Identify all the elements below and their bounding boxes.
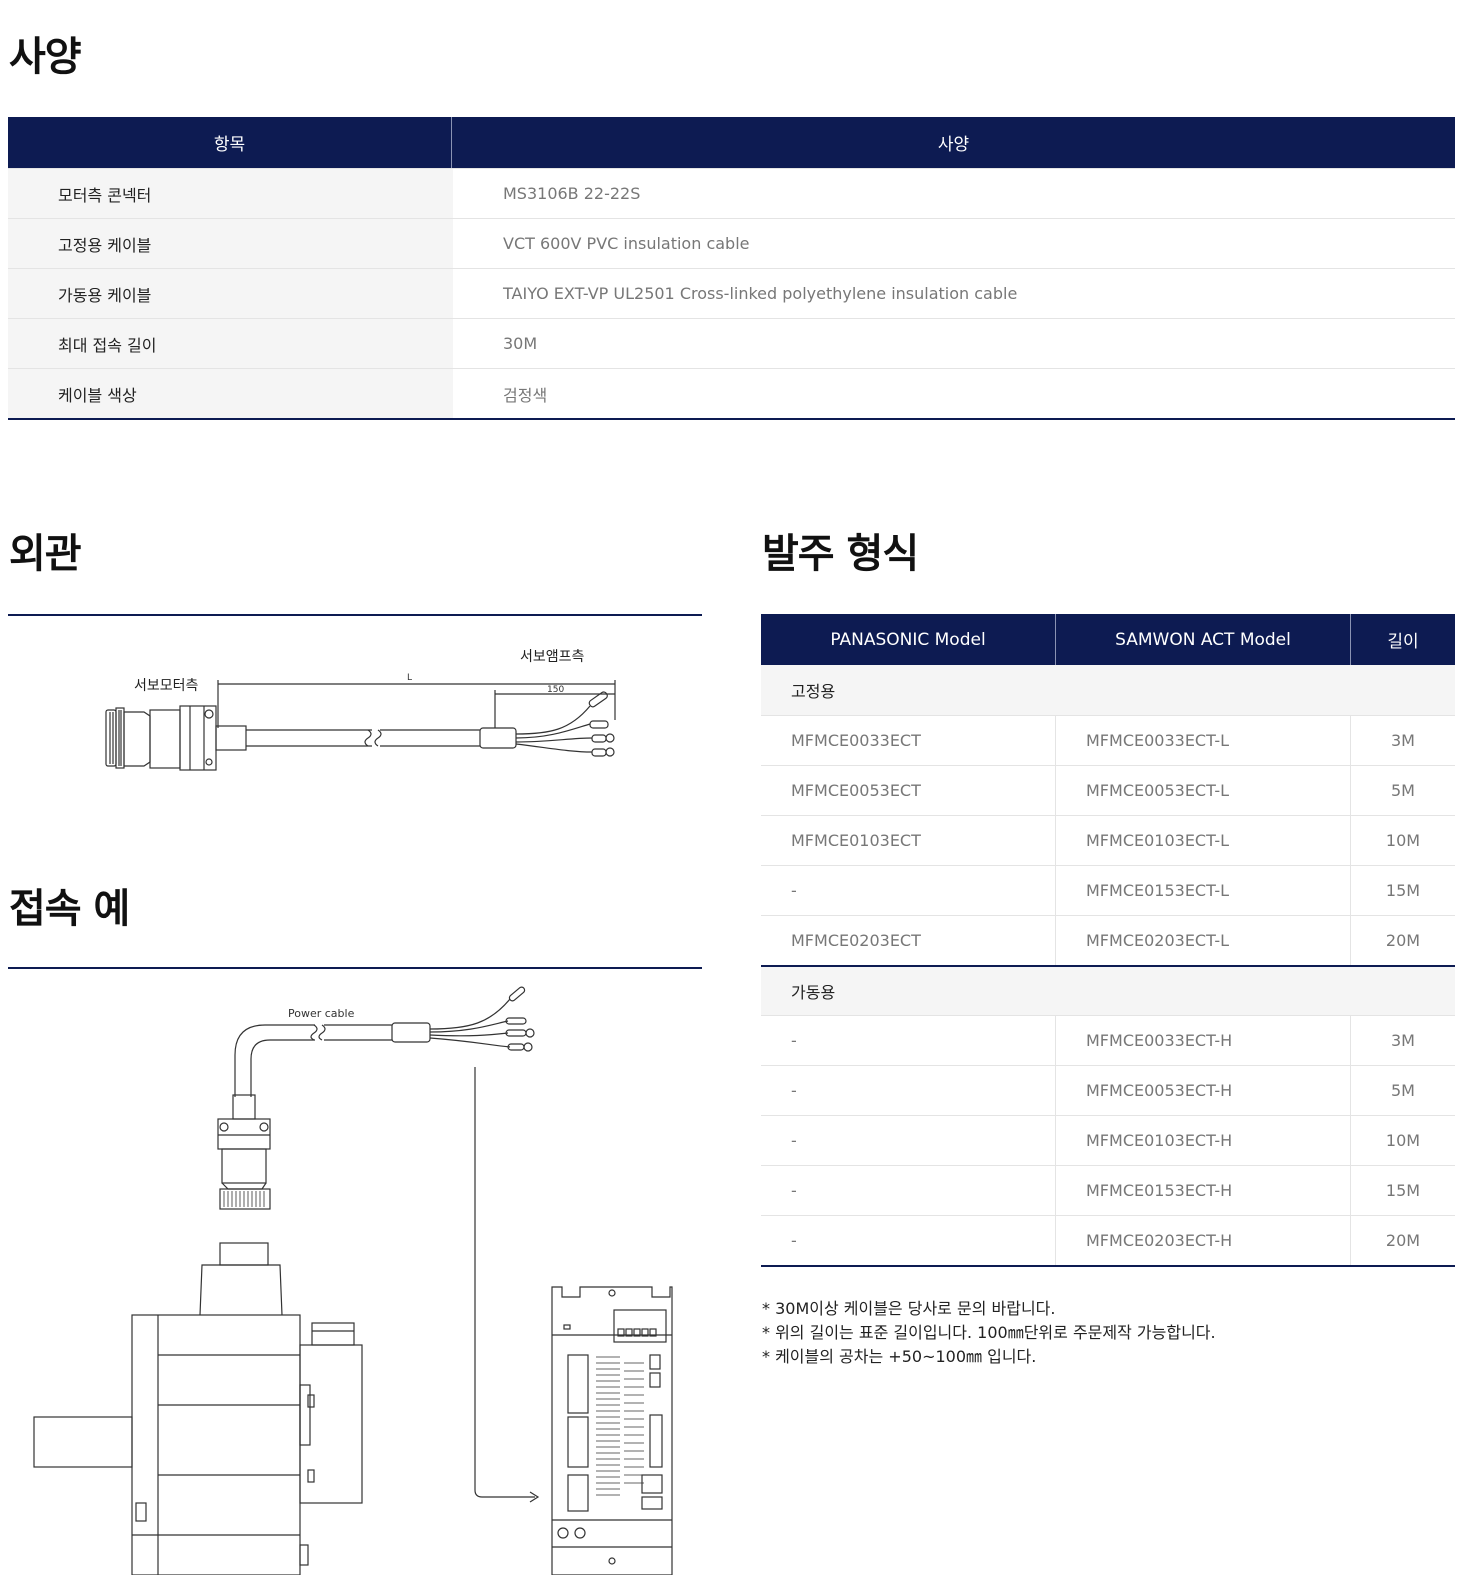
spec-key: 모터측 콘넥터 — [8, 169, 453, 218]
tail-length-label: 150 — [547, 685, 564, 695]
panasonic-model-cell: - — [761, 1166, 1056, 1215]
table-row: - MFMCE0203ECT-H 20M — [761, 1215, 1455, 1265]
amp-side-label: 서보앰프측 — [520, 649, 585, 665]
spec-key: 케이블 색상 — [8, 369, 453, 418]
spec-value: VCT 600V PVC insulation cable — [503, 234, 750, 253]
length-cell: 20M — [1385, 1231, 1421, 1250]
order-notes: * 30M이상 케이블은 당사로 문의 바랍니다. * 위의 길이는 표준 길이… — [762, 1297, 1216, 1369]
samwon-model-cell: MFMCE0033ECT-H — [1056, 1016, 1351, 1065]
spec-header-item: 항목 — [8, 117, 452, 168]
panasonic-model-cell: - — [761, 1116, 1056, 1165]
spec-title: 사양 — [9, 34, 82, 80]
motor-side-label: 서보모터측 — [134, 678, 199, 694]
spec-key: 고정용 케이블 — [8, 219, 453, 268]
spec-table: 항목 사양 모터측 콘넥터 MS3106B 22-22S 고정용 케이블 VCT… — [8, 117, 1455, 420]
length-cell: 5M — [1391, 1081, 1415, 1100]
header-length: 길이 — [1387, 632, 1419, 652]
order-table: PANASONIC Model SAMWON ACT Model 길이 고정용 … — [761, 614, 1455, 1267]
spec-value: 검정색 — [503, 385, 548, 405]
table-row: - MFMCE0053ECT-H 5M — [761, 1065, 1455, 1115]
spec-value: MS3106B 22-22S — [503, 184, 641, 203]
order-table-bottom-rule — [761, 1265, 1455, 1267]
spec-value: 30M — [503, 334, 538, 353]
panasonic-model-cell: MFMCE0103ECT — [761, 816, 1056, 865]
samwon-model-cell: MFMCE0103ECT-H — [1056, 1116, 1351, 1165]
table-row: - MFMCE0153ECT-H 15M — [761, 1165, 1455, 1215]
table-row: MFMCE0033ECT MFMCE0033ECT-L 3M — [761, 715, 1455, 765]
samwon-model-cell: MFMCE0033ECT-L — [1056, 716, 1351, 765]
connection-divider — [8, 967, 702, 969]
group-movable: 가동용 — [761, 965, 1455, 1015]
panasonic-model-cell: - — [761, 1016, 1056, 1065]
note-item: * 케이블의 공차는 +50~100㎜ 입니다. — [762, 1347, 1037, 1366]
cable-appearance-drawing: 서보모터측 서보앰프측 L 150 — [105, 649, 616, 771]
order-title: 발주 형식 — [762, 531, 919, 577]
table-row: MFMCE0203ECT MFMCE0203ECT-L 20M — [761, 915, 1455, 965]
length-cell: 10M — [1385, 1131, 1421, 1150]
appearance-title: 외관 — [9, 531, 82, 577]
panasonic-model-cell: - — [761, 1216, 1056, 1265]
group-fixed: 고정용 — [761, 665, 1455, 715]
spec-table-header: 항목 사양 — [8, 117, 1455, 168]
length-cell: 20M — [1385, 931, 1421, 950]
samwon-model-cell: MFMCE0103ECT-L — [1056, 816, 1351, 865]
header-samwon-model: SAMWON ACT Model — [1056, 614, 1351, 665]
header-panasonic-model: PANASONIC Model — [761, 614, 1056, 665]
samwon-model-cell: MFMCE0203ECT-H — [1056, 1216, 1351, 1265]
connection-title: 접속 예 — [9, 886, 130, 932]
samwon-model-cell: MFMCE0153ECT-H — [1056, 1166, 1351, 1215]
table-row: MFMCE0053ECT MFMCE0053ECT-L 5M — [761, 765, 1455, 815]
table-row: - MFMCE0153ECT-L 15M — [761, 865, 1455, 915]
panasonic-model-cell: MFMCE0053ECT — [761, 766, 1056, 815]
samwon-model-cell: MFMCE0153ECT-L — [1056, 866, 1351, 915]
spec-value: TAIYO EXT-VP UL2501 Cross-linked polyeth… — [503, 284, 1018, 303]
length-cell: 15M — [1385, 1181, 1421, 1200]
panasonic-model-cell: MFMCE0033ECT — [761, 716, 1056, 765]
table-row: - MFMCE0103ECT-H 10M — [761, 1115, 1455, 1165]
note-item: * 30M이상 케이블은 당사로 문의 바랍니다. — [762, 1299, 1056, 1318]
panasonic-model-cell: - — [761, 866, 1056, 915]
length-cell: 3M — [1391, 731, 1415, 750]
length-cell: 5M — [1391, 781, 1415, 800]
appearance-divider — [8, 614, 702, 616]
spec-header-spec: 사양 — [937, 135, 970, 155]
length-cell: 10M — [1385, 831, 1421, 850]
panasonic-model-cell: MFMCE0203ECT — [761, 916, 1056, 965]
order-table-header: PANASONIC Model SAMWON ACT Model 길이 — [761, 614, 1455, 665]
note-item: * 위의 길이는 표준 길이입니다. 100㎜단위로 주문제작 가능합니다. — [762, 1323, 1216, 1342]
table-row: 모터측 콘넥터 MS3106B 22-22S — [8, 168, 1455, 218]
table-row: MFMCE0103ECT MFMCE0103ECT-L 10M — [761, 815, 1455, 865]
panasonic-model-cell: - — [761, 1066, 1056, 1115]
samwon-model-cell: MFMCE0203ECT-L — [1056, 916, 1351, 965]
table-row: 케이블 색상 검정색 — [8, 368, 1455, 418]
power-cable-label: Power cable — [288, 1007, 355, 1020]
spec-key: 최대 접속 길이 — [8, 319, 453, 368]
length-label: L — [407, 673, 412, 683]
samwon-model-cell: MFMCE0053ECT-H — [1056, 1066, 1351, 1115]
table-row: 고정용 케이블 VCT 600V PVC insulation cable — [8, 218, 1455, 268]
table-row: 최대 접속 길이 30M — [8, 318, 1455, 368]
length-cell: 3M — [1391, 1031, 1415, 1050]
samwon-model-cell: MFMCE0053ECT-L — [1056, 766, 1351, 815]
length-cell: 15M — [1385, 881, 1421, 900]
table-row: 가동용 케이블 TAIYO EXT-VP UL2501 Cross-linked… — [8, 268, 1455, 318]
connection-example-drawing: Power cable — [33, 986, 673, 1575]
spec-key: 가동용 케이블 — [8, 269, 453, 318]
table-row: - MFMCE0033ECT-H 3M — [761, 1015, 1455, 1065]
